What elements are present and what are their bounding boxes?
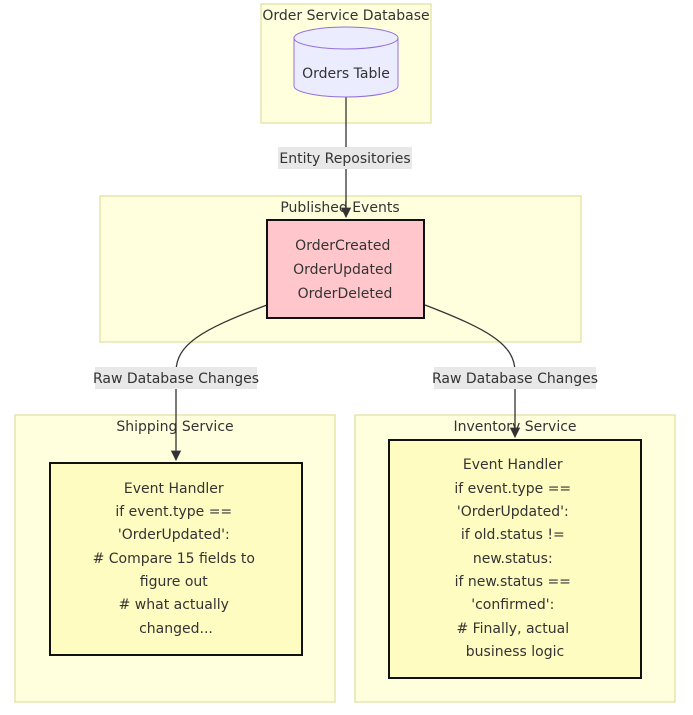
inventory-handler-code: Event Handler if event.type == 'OrderUpd… — [454, 457, 575, 660]
shipping-line-3: # Compare 15 fields to — [93, 551, 255, 567]
event-order-deleted: OrderDeleted — [298, 286, 393, 302]
shipping-handler-code: Event Handler if event.type == 'OrderUpd… — [93, 481, 260, 637]
inventory-event-handler-node: Event Handler if event.type == 'OrderUpd… — [388, 439, 642, 679]
cluster-title-published: Published Events — [280, 200, 399, 216]
edge-label-raw-changes-inventory: Raw Database Changes — [432, 367, 598, 389]
inventory-line-4: new.status: — [473, 551, 553, 567]
inventory-line-6: 'confirmed': — [471, 597, 554, 613]
edge-label-text-repo: Entity Repositories — [279, 151, 410, 167]
orders-table-label: Orders Table — [302, 66, 390, 82]
edge-label-text-inventory: Raw Database Changes — [432, 371, 598, 387]
database-cylinder-icon — [293, 38, 399, 98]
events-list: OrderCreated OrderUpdated OrderDeleted — [293, 238, 397, 302]
cluster-title-shipping: Shipping Service — [116, 419, 233, 435]
inventory-line-1: if event.type == — [454, 481, 571, 497]
inventory-line-2: 'OrderUpdated': — [457, 504, 569, 520]
edge-label-text-shipping: Raw Database Changes — [93, 371, 259, 387]
shipping-line-6: changed... — [139, 621, 213, 637]
shipping-line-5: # what actually — [119, 597, 229, 613]
orders-table-node: Orders Table — [293, 26, 399, 98]
edge-label-raw-changes-shipping: Raw Database Changes — [93, 367, 259, 389]
inventory-line-3: if old.status != — [461, 527, 565, 543]
shipping-line-2: 'OrderUpdated': — [118, 527, 230, 543]
inventory-line-7: # Finally, actual — [456, 621, 569, 637]
event-order-updated: OrderUpdated — [293, 262, 392, 278]
shipping-line-1: if event.type == — [115, 504, 232, 520]
cluster-title-order-db: Order Service Database — [262, 8, 429, 24]
inventory-line-8: business logic — [466, 644, 564, 660]
shipping-event-handler-node: Event Handler if event.type == 'OrderUpd… — [49, 462, 303, 656]
shipping-line-0: Event Handler — [124, 481, 224, 497]
shipping-line-4: figure out — [140, 574, 209, 590]
edge-label-entity-repositories: Entity Repositories — [278, 147, 412, 169]
inventory-line-0: Event Handler — [463, 457, 563, 473]
inventory-line-5: if new.status == — [455, 574, 571, 590]
event-order-created: OrderCreated — [295, 238, 390, 254]
published-events-node: OrderCreated OrderUpdated OrderDeleted — [266, 219, 425, 319]
